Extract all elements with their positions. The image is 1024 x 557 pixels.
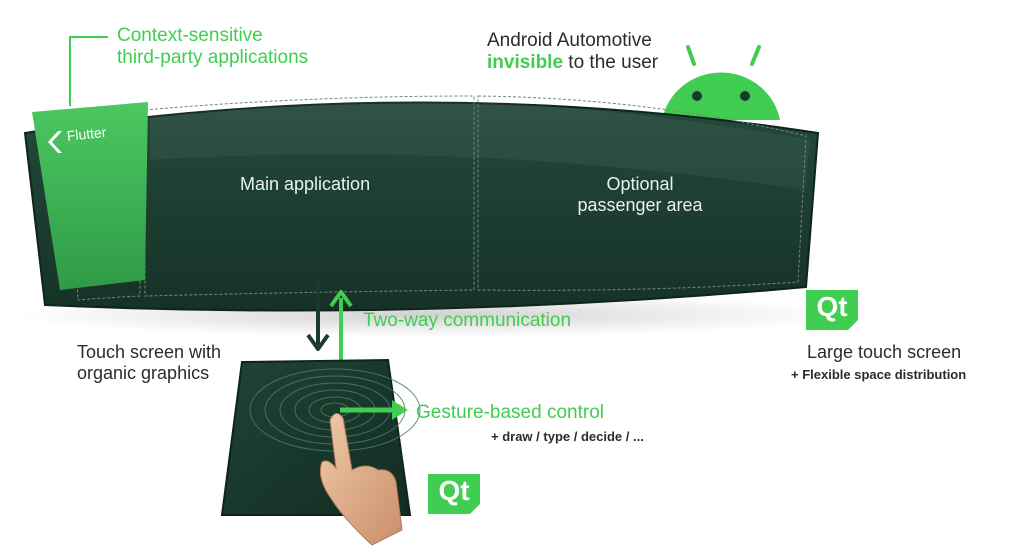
large-screen-title: Large touch screen	[807, 342, 962, 362]
qt-logo-small-text: Qt	[438, 475, 470, 506]
android-label: Android Automotive invisible to the user	[487, 30, 658, 74]
qt-logo-large	[806, 290, 858, 330]
flutter-icon	[48, 131, 62, 153]
passenger-line1: Optional	[606, 174, 674, 194]
touch-screen-line1: Touch screen with	[77, 342, 222, 362]
gesture-control-subtitle: + draw / type / decide / ...	[491, 429, 644, 444]
gesture-arrow	[340, 400, 408, 420]
qt-logo-large-text: Qt	[816, 291, 848, 322]
passenger-area-zone	[477, 95, 807, 291]
large-screen-subtitle: + Flexible space distribution	[791, 367, 967, 382]
passenger-area-label: Optional passenger area	[570, 174, 710, 215]
two-way-arrows	[306, 282, 353, 362]
curved-touch-screen	[23, 95, 820, 312]
third-party-line1: Context-sensitive	[117, 25, 263, 46]
third-party-connector	[69, 36, 108, 106]
third-party-label: Context-sensitive third-party applicatio…	[117, 25, 308, 69]
qt-logo-small	[428, 474, 480, 514]
flutter-card	[32, 102, 148, 290]
android-rest: to the user	[563, 51, 659, 73]
touch-screen-line2: organic graphics	[77, 362, 210, 383]
main-application-label: Main application	[240, 174, 371, 194]
touch-screen-label: Touch screen with organic graphics	[77, 342, 221, 383]
passenger-line2: passenger area	[577, 194, 703, 215]
gesture-control-label: Gesture-based control	[416, 402, 604, 423]
third-party-line2: third-party applications	[117, 46, 309, 68]
android-line2: invisible to the user	[487, 52, 658, 74]
main-application-zone	[144, 95, 475, 297]
hand-illustration	[319, 413, 403, 546]
android-emphasis: invisible	[487, 51, 564, 73]
two-way-communication-label: Two-way communication	[363, 310, 572, 331]
android-robot-icon	[662, 45, 780, 120]
android-line1: Android Automotive	[487, 30, 652, 51]
